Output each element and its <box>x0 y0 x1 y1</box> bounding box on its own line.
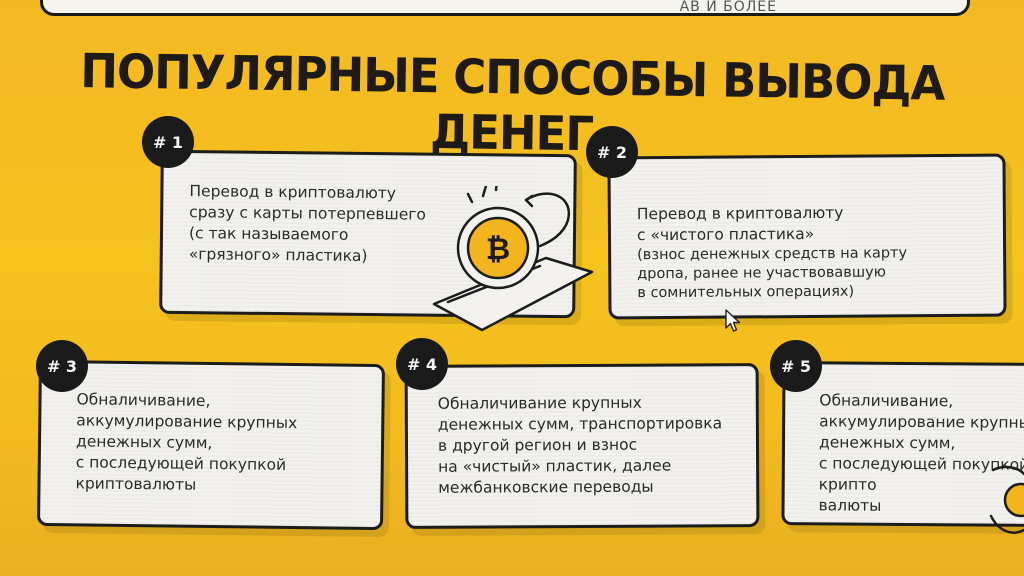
top-strip-text: АВ И БОЛЕЕ <box>679 0 777 15</box>
bitcoin-card-icon: ₿ <box>432 186 594 332</box>
method-card-3: Обналичивание, аккумулирование крупных д… <box>36 359 386 531</box>
method-card-1-text: Перевод в криптовалюту сразу с карты пот… <box>188 182 427 265</box>
bitcoin-symbol-icon: ₿ <box>486 232 510 267</box>
method-card-2-text: Перевод в криптовалюту с «чистого пласти… <box>637 181 908 324</box>
method-badge-3: # 3 <box>36 340 88 392</box>
method-card-3-text: Обналичивание, аккумулирование крупных д… <box>75 390 298 494</box>
mouse-cursor-icon <box>725 309 741 332</box>
method-card-2-title: Перевод в криптовалюту с «чистого пласти… <box>636 203 844 245</box>
method-badge-2: # 2 <box>586 126 638 178</box>
top-banner-strip: АВ И БОЛЕЕ <box>40 0 970 16</box>
method-card-2-note: (взнос денежных средств на карту дропа, … <box>637 245 908 302</box>
coin-stack-icon <box>989 465 1024 534</box>
method-card-4: Обналичивание крупных денежных сумм, тра… <box>404 363 760 529</box>
method-card-4-text: Обналичивание крупных денежных сумм, тра… <box>437 393 723 497</box>
method-badge-4: # 4 <box>396 338 448 390</box>
method-badge-5: # 5 <box>770 340 822 392</box>
method-card-2: Перевод в криптовалюту с «чистого пласти… <box>607 153 1007 320</box>
method-badge-1: # 1 <box>142 116 194 168</box>
